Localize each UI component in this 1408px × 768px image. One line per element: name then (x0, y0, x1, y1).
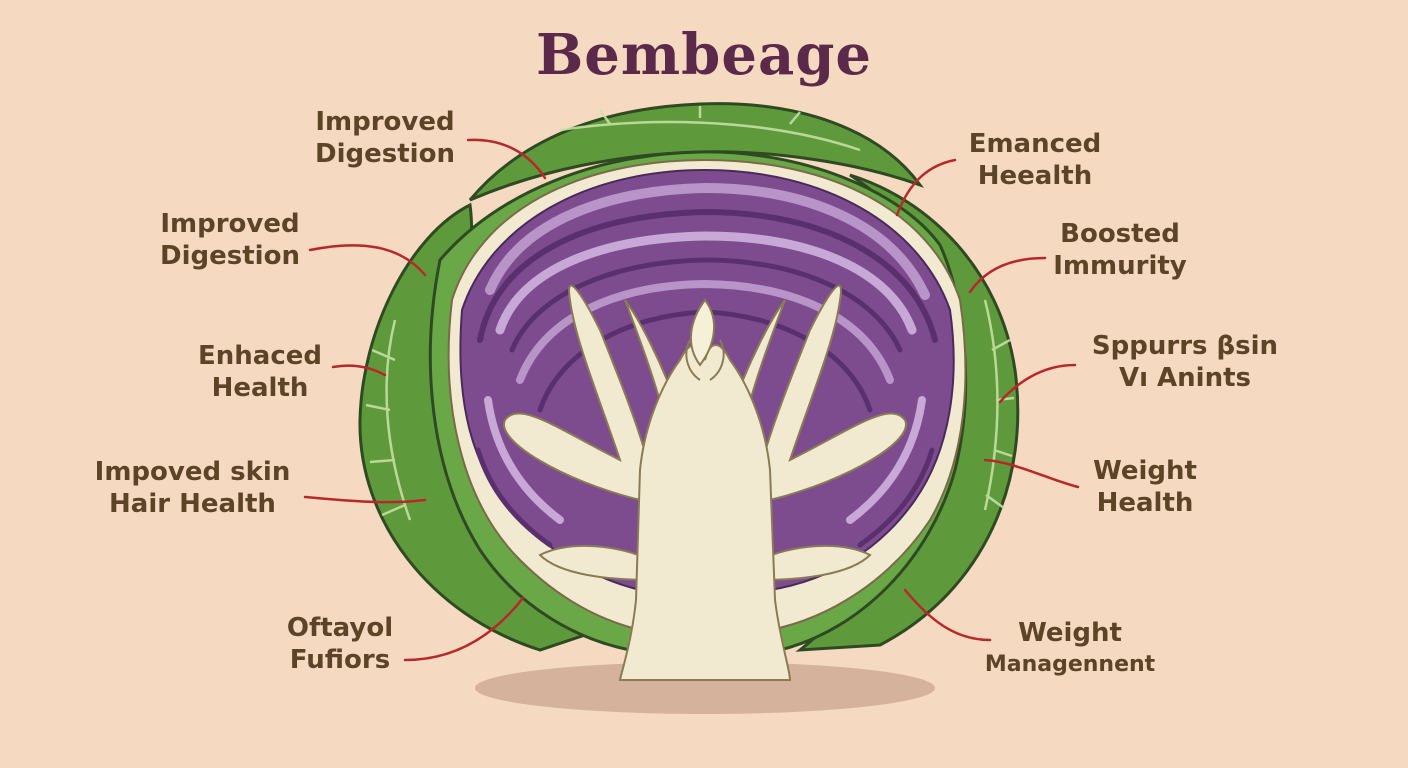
label-line: Fufiors (289, 645, 391, 675)
leader-line-l5 (403, 596, 525, 662)
label-line: Weight (1018, 618, 1122, 648)
label-line: Immurity (1053, 251, 1187, 281)
label-line: Digestion (160, 241, 300, 271)
leader-line-r4 (983, 458, 1080, 489)
leader-line-r5 (903, 588, 992, 642)
label-line: Impoved skin (94, 457, 291, 487)
leader-lines (303, 138, 1080, 662)
label-line: Enhaced (198, 341, 322, 371)
cabbage-rings (475, 182, 938, 548)
leader-line-r3 (998, 363, 1077, 404)
label-line: Health (1096, 488, 1194, 518)
leader-line-r2 (968, 256, 1047, 294)
label-line: Emanced (968, 129, 1102, 159)
page-title: Bembeage (535, 22, 873, 88)
label-impoved-skin-hair-health: Impoved skin Hair Health (80, 456, 305, 520)
label-weight-health: Weight Health (1075, 455, 1215, 519)
leader-line-l2 (308, 244, 427, 277)
label-line: Digestion (315, 139, 455, 169)
label-line: Vı Anints (1118, 363, 1252, 393)
label-line: Health (211, 373, 309, 403)
label-line: Managennent (984, 652, 1156, 677)
label-line: Heealth (977, 161, 1093, 191)
label-sppurrs-bsin: Sppurrs βsin Vı Anints (1070, 330, 1300, 394)
label-boosted-immurity: Boosted Immurity (1035, 218, 1205, 282)
leader-line-l3 (331, 364, 387, 377)
label-line: Boosted (1060, 219, 1180, 249)
cabbage-stem (503, 284, 907, 681)
label-line: Sppurrs βsin (1091, 331, 1279, 361)
label-emanced-heealth: Emanced Heealth (950, 128, 1120, 192)
label-line: Improved (160, 209, 300, 239)
leaf-veins (365, 106, 1015, 521)
leader-line-l1 (466, 138, 547, 180)
leader-line-r1 (895, 158, 957, 217)
leader-line-l4 (303, 495, 427, 504)
label-line: Hair Health (109, 489, 276, 519)
ground-shadow (475, 662, 935, 714)
label-line: Oftayol (286, 613, 394, 643)
label-improved-digestion-top: Improved Digestion (300, 106, 470, 170)
label-line: Weight (1093, 456, 1197, 486)
label-improved-digestion: Improved Digestion (145, 208, 315, 272)
label-line: Improved (315, 107, 455, 137)
label-enhaced-health: Enhaced Health (180, 340, 340, 404)
label-oftayol-fufiors: Oftayol Fufiors (270, 612, 410, 676)
label-weight-managennent: Weight Managennent (975, 617, 1165, 681)
